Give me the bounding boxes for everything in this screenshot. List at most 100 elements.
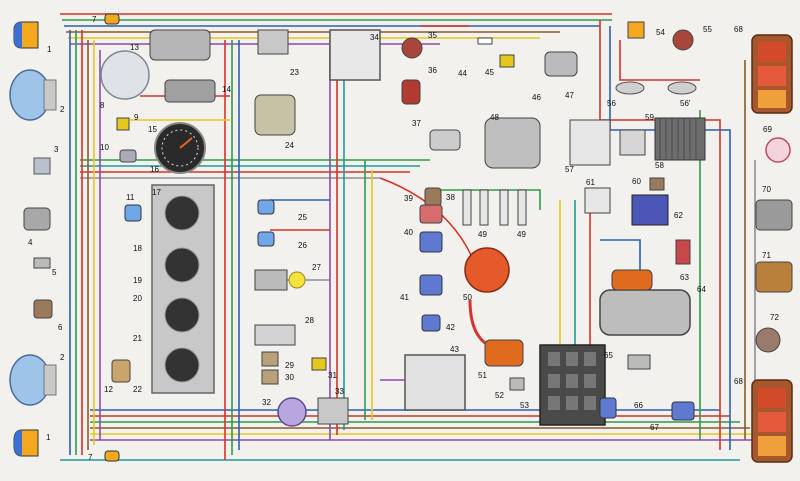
label-1a: 1 (47, 45, 52, 54)
lamp-housing-27 (254, 269, 288, 291)
label-7a: 7 (92, 15, 97, 24)
label-71: 71 (762, 251, 771, 260)
regulator-57 (569, 119, 611, 166)
label-65: 65 (604, 351, 613, 360)
switch-31 (311, 357, 327, 371)
relay-67 (671, 401, 695, 421)
label-26: 26 (298, 241, 307, 250)
switch-30 (261, 369, 279, 385)
label-37: 37 (412, 119, 421, 128)
label-2b: 2 (60, 353, 65, 362)
label-70: 70 (762, 185, 771, 194)
valve-41 (419, 274, 443, 296)
switch-55 (672, 29, 694, 51)
label-63: 63 (680, 273, 689, 282)
motor-47 (544, 51, 578, 77)
label-69: 69 (763, 125, 772, 134)
label-20: 20 (133, 294, 142, 303)
fuse-44 (477, 37, 493, 45)
label-40: 40 (404, 228, 413, 237)
label-3: 3 (54, 145, 59, 154)
label-5: 5 (52, 268, 57, 277)
spark-plugs-49 (462, 189, 527, 226)
label-68b: 68 (734, 377, 743, 386)
label-72: 72 (770, 313, 779, 322)
headlamp-left (9, 69, 57, 121)
label-45: 45 (485, 68, 494, 77)
label-12: 12 (104, 385, 113, 394)
side-light-front-left-lower (13, 429, 39, 457)
connector-37 (429, 129, 461, 151)
sender-66 (599, 397, 617, 419)
label-42: 42 (446, 323, 455, 332)
switch-54 (627, 21, 645, 39)
label-2a: 2 (60, 105, 65, 114)
wire-diag-10 (619, 40, 700, 81)
label-38: 38 (446, 193, 455, 202)
switch-26 (257, 231, 275, 247)
label-18: 18 (133, 244, 142, 253)
wiper-65 (627, 354, 651, 370)
components (9, 13, 793, 463)
label-29: 29 (285, 361, 294, 370)
valve-40 (419, 231, 443, 253)
label-41: 41 (400, 293, 409, 302)
label-22: 22 (133, 385, 142, 394)
label-34: 34 (370, 33, 379, 42)
label-36: 36 (428, 66, 437, 75)
lamp-69 (765, 137, 791, 163)
label-7b: 7 (88, 453, 93, 462)
wiper-motor-13 (149, 29, 211, 61)
switch-23 (257, 29, 289, 55)
label-47: 47 (565, 91, 574, 100)
sender-52 (509, 377, 525, 391)
control-unit-43 (404, 354, 466, 411)
solenoid-39 (419, 204, 443, 224)
label-59: 59 (645, 113, 654, 122)
label-1b: 1 (46, 433, 51, 442)
label-11: 11 (126, 193, 135, 202)
label-49b: 49 (517, 230, 526, 239)
lamp-70 (755, 199, 793, 231)
rear-light-68-top (751, 34, 793, 114)
label-32: 32 (262, 398, 271, 407)
switch-28 (254, 324, 296, 346)
label-62: 62 (674, 211, 683, 220)
relay-33 (317, 397, 349, 425)
label-9: 9 (134, 113, 139, 122)
switch-11 (124, 204, 142, 222)
switch-35 (401, 37, 423, 59)
valve-42 (421, 314, 441, 332)
wire-diag-2 (440, 189, 541, 210)
lamp-8 (100, 50, 150, 100)
label-48: 48 (490, 113, 499, 122)
wire-diag-3 (600, 239, 641, 280)
label-30: 30 (285, 373, 294, 382)
ignition-switch-32 (277, 397, 307, 427)
label-31: 31 (328, 371, 337, 380)
label-17: 17 (152, 188, 161, 197)
label-56s: 56' (680, 99, 691, 108)
switch-10 (119, 149, 137, 163)
label-61: 61 (586, 178, 595, 187)
label-51: 51 (478, 371, 487, 380)
label-6: 6 (58, 323, 63, 332)
label-16: 16 (150, 165, 159, 174)
label-27: 27 (312, 263, 321, 272)
label-58: 58 (655, 161, 664, 170)
label-44: 44 (458, 69, 467, 78)
sender-12 (111, 359, 131, 383)
rear-light-68-bottom (751, 379, 793, 463)
relay-9 (116, 117, 130, 131)
label-21: 21 (133, 334, 142, 343)
sensor-3 (33, 157, 51, 175)
label-13: 13 (130, 43, 139, 52)
relay-block-53 (539, 344, 606, 426)
distributor-50 (464, 247, 510, 293)
lamp-71 (755, 261, 793, 293)
label-57: 57 (565, 165, 574, 174)
speedometer-15 (154, 122, 206, 174)
lamp-7-top (104, 13, 120, 25)
label-8: 8 (100, 101, 105, 110)
